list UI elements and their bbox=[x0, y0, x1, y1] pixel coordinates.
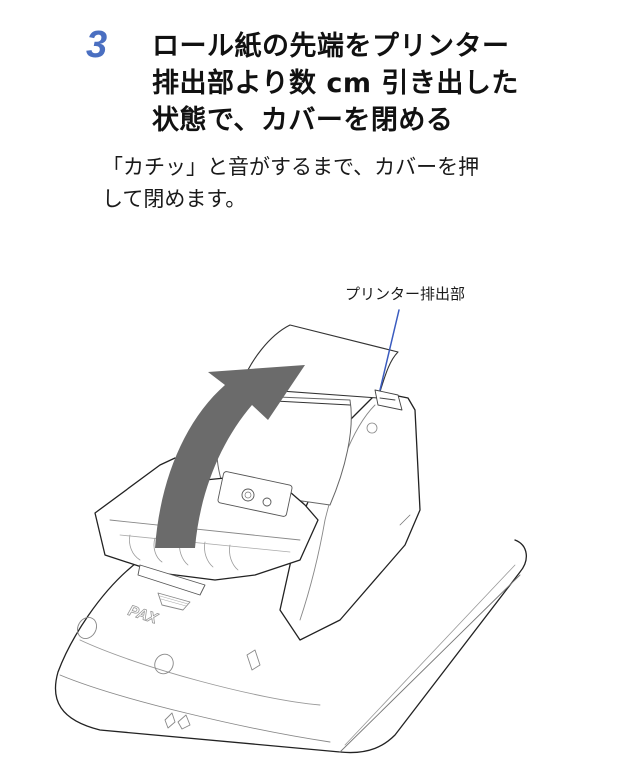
callout-label-printer-exit: プリンター排出部 bbox=[345, 285, 466, 303]
step-instruction: 「カチッ」と音がするまで、カバーを押 して閉めます。 bbox=[102, 151, 572, 215]
step-title-line: ロール紙の先端をプリンター bbox=[152, 31, 510, 62]
step-instruction-line: して閉めます。 bbox=[102, 187, 247, 211]
step-title: ロール紙の先端をプリンター 排出部より数 cm 引き出した 状態で、カバーを閉め… bbox=[152, 28, 572, 139]
base-details bbox=[77, 592, 261, 730]
printer-exit-slot bbox=[374, 389, 403, 411]
step-title-line: 状態で、カバーを閉める bbox=[152, 105, 454, 136]
step-title-line: 排出部より数 cm 引き出した bbox=[152, 68, 519, 99]
terminal-body bbox=[54, 539, 527, 754]
close-direction-arrow-icon bbox=[155, 365, 305, 548]
callout-line bbox=[379, 309, 400, 391]
step-instruction-line: 「カチッ」と音がするまで、カバーを押 bbox=[102, 155, 480, 179]
step-number: 3 bbox=[86, 24, 108, 66]
